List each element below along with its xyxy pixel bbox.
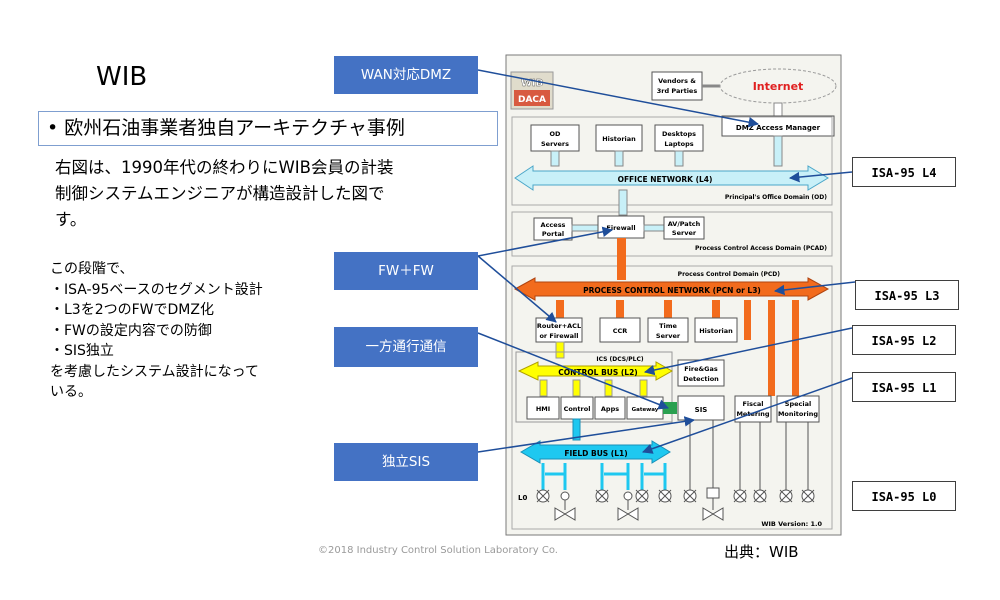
control-bus [517,361,674,381]
svg-text:Fire&Gas: Fire&Gas [684,365,718,373]
router-acl-box [535,317,583,343]
one-way-gateway-icon [663,402,677,414]
historian2-box [694,317,738,343]
isa-level-l0: ISA-95 L0 [852,481,956,511]
field-bus [520,440,671,464]
svg-text:Metering: Metering [736,410,769,418]
design-point: ・ISA-95ベースのセグメント設計 [50,281,263,298]
intro-line: 制御システムエンジニアが構造設計した図で [55,184,385,203]
sis-box [677,395,725,421]
office-network-bus [514,165,829,191]
logo-top: WIB [521,78,543,89]
control-bus-label: CONTROL BUS (L2) [558,368,638,377]
svg-text:Historian: Historian [699,327,733,335]
svg-text:AV/Patch: AV/Patch [668,220,701,228]
vendors-label: Vendors & [658,77,696,85]
pcd-zone [511,265,833,530]
av-patch-box [663,216,705,240]
svg-text:Laptops: Laptops [664,140,693,148]
l0-label: L0 [518,494,527,502]
svg-text:Time: Time [659,322,677,330]
svg-text:Apps: Apps [601,405,619,413]
design-point: ・SIS独立 [50,343,114,359]
svg-text:CCR: CCR [613,327,628,335]
svg-text:Portal: Portal [542,230,564,238]
desktops-box [654,124,704,152]
design-point: ・FWの設定内容での防御 [50,322,212,339]
svg-text:HMI: HMI [536,405,550,413]
svg-text:Gateway: Gateway [632,407,659,413]
hmi-box [526,396,560,420]
internet-cloud [719,68,837,104]
svg-text:Access: Access [541,221,566,229]
svg-text:Router+ACL: Router+ACL [537,322,581,330]
design-point: を考慮したシステム設計になって [50,363,259,380]
version-label: WIB Version: 1.0 [761,520,822,528]
svg-text:OD: OD [550,130,562,138]
svg-text:Special: Special [785,400,811,408]
dmz-access-manager-label: DMZ Access Manager [736,124,821,132]
intro-line: す。 [55,210,87,229]
svg-text:Servers: Servers [541,140,569,148]
ics-label: ICS (DCS/PLC) [596,356,644,363]
ccr-box [599,317,641,343]
subtitle: • 欧州石油事業者独自アーキテクチャ事例 [38,111,498,146]
isa-level-l4: ISA-95 L4 [852,157,956,187]
callout-fw-fw: FW＋FW [334,252,478,290]
svg-text:Detection: Detection [683,375,719,383]
internet-label: Internet [753,80,804,93]
pcad-zone [511,211,833,257]
od-zone [511,116,833,206]
valves [554,507,724,521]
callout-one-way: 一方通行通信 [334,327,478,367]
pcn-label: PROCESS CONTROL NETWORK (PCN or L3) [583,286,761,295]
callout-wan-dmz: WAN対応DMZ [334,56,478,94]
pcn-bus [513,277,830,301]
page-title: WIB [96,62,148,92]
ics-zone [515,351,673,423]
svg-text:Historian: Historian [602,135,636,143]
svg-text:Control: Control [564,405,591,413]
vendors-box [651,71,703,101]
od-servers-box [530,124,580,152]
copyright: ©2018 Industry Control Solution Laborato… [318,545,558,556]
vendors-label: 3rd Parties [657,87,698,95]
historian-box [595,124,643,152]
isa-level-l2: ISA-95 L2 [852,325,956,355]
pcd-zone-label: Process Control Domain (PCD) [678,271,781,278]
intro-text: 右図は、1990年代の終わりにWIB会員の計装 制御システムエンジニアが構造設計… [55,155,475,233]
design-point: ・L3を2つのFWでDMZ化 [50,302,214,318]
office-network-label: OFFICE NETWORK (L4) [618,175,713,184]
svg-text:Server: Server [672,229,697,237]
logo-bar [514,90,550,106]
field-bus-label: FIELD BUS (L1) [564,449,627,458]
apps-box [594,396,626,420]
svg-text:SIS: SIS [695,406,708,414]
pcad-zone-label: Process Control Access Domain (PCAD) [695,245,827,252]
svg-text:or Firewall: or Firewall [539,332,578,340]
od-zone-label: Principal's Office Domain (OD) [725,194,827,201]
svg-text:Fiscal: Fiscal [742,400,763,408]
callout-independent-sis: 独立SIS [334,443,478,481]
design-points: この段階で、 ・ISA-95ベースのセグメント設計 ・L3を2つのFWでDMZ化… [50,259,320,403]
source-credit: 出典：WIB [724,543,799,561]
design-point: いる。 [50,384,92,400]
svg-text:Server: Server [656,332,681,340]
special-monitoring-box [776,395,820,423]
time-server-box [647,317,689,343]
logo-bottom: DACA [518,95,546,105]
isa-level-l1: ISA-95 L1 [852,372,956,402]
svg-text:Desktops: Desktops [662,130,696,138]
design-point: この段階で、 [50,261,134,277]
svg-text:Monitoring: Monitoring [778,410,818,418]
isa-level-l3: ISA-95 L3 [855,280,959,310]
intro-line: 右図は、1990年代の終わりにWIB会員の計装 [55,158,394,177]
svg-text:Firewall: Firewall [606,224,635,232]
